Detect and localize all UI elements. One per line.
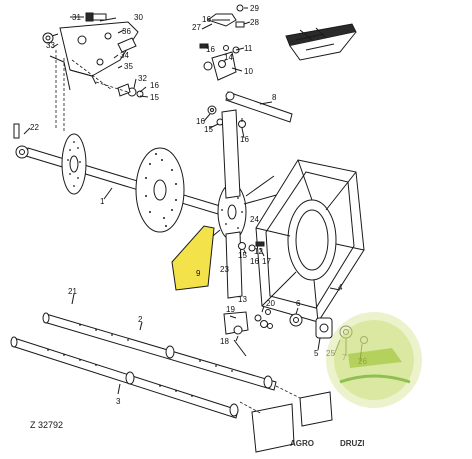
spider-arms bbox=[195, 109, 281, 299]
reel-disc-spider bbox=[217, 183, 247, 241]
callout-leader-lines bbox=[23, 7, 363, 395]
callout-labels: 1 2 3 4 5 6 7 8 9 10 11 12 13 14 15 16 1… bbox=[30, 4, 367, 406]
agrodruzi-watermark: AGRO DRUZI bbox=[290, 312, 422, 448]
callout-14: 14 bbox=[224, 53, 233, 62]
callout-11: 11 bbox=[244, 44, 253, 53]
callout-4: 4 bbox=[338, 283, 343, 292]
callout-27: 27 bbox=[192, 23, 201, 32]
tube-end-brackets bbox=[239, 385, 333, 453]
tine-tube-3 bbox=[10, 336, 239, 419]
callout-16-d: 16 bbox=[202, 15, 211, 24]
reel-disc-small bbox=[61, 133, 87, 195]
callout-23: 23 bbox=[220, 265, 229, 274]
callout-8: 8 bbox=[272, 93, 277, 102]
callout-21: 21 bbox=[68, 287, 77, 296]
callout-16-b: 16 bbox=[196, 117, 205, 126]
watermark-brand-druzi: DRUZI bbox=[340, 439, 364, 448]
document-number: Z 32792 bbox=[30, 420, 63, 430]
upper-clip-assembly bbox=[206, 4, 245, 28]
callout-29: 29 bbox=[250, 4, 259, 13]
tine-tube-2 bbox=[42, 312, 277, 391]
mounting-bracket bbox=[199, 43, 240, 81]
hex-reel-frame bbox=[255, 159, 365, 323]
callout-16: 16 bbox=[250, 257, 259, 266]
lower-bracket-assembly bbox=[223, 309, 273, 357]
hub-bolts bbox=[238, 241, 265, 252]
callout-9: 9 bbox=[196, 269, 201, 278]
callout-15-a: 15 bbox=[150, 93, 159, 102]
highlighted-part-9 bbox=[171, 225, 215, 291]
callout-16-c: 16 bbox=[240, 135, 249, 144]
reel-disc-large bbox=[135, 147, 185, 233]
callout-24: 24 bbox=[250, 215, 259, 224]
callout-6: 6 bbox=[296, 299, 301, 308]
callout-13: 13 bbox=[238, 295, 247, 304]
callout-34: 34 bbox=[120, 51, 129, 60]
callout-16-e: 16 bbox=[206, 45, 215, 54]
callout-28: 28 bbox=[250, 18, 259, 27]
reel-shaft bbox=[13, 123, 241, 221]
callout-5: 5 bbox=[314, 349, 319, 358]
bolt-set-upper bbox=[207, 105, 246, 128]
callout-20: 20 bbox=[266, 299, 275, 308]
callout-1: 1 bbox=[100, 197, 105, 206]
callout-35: 35 bbox=[124, 62, 133, 71]
callout-18: 18 bbox=[220, 337, 229, 346]
inset-reel-sketch bbox=[285, 23, 357, 61]
tie-rod bbox=[225, 91, 293, 123]
callout-32: 32 bbox=[138, 74, 147, 83]
callout-15: 15 bbox=[238, 251, 247, 260]
callout-33: 33 bbox=[46, 41, 55, 50]
callout-16-a: 16 bbox=[150, 81, 159, 90]
callout-3: 3 bbox=[116, 397, 121, 406]
callout-31: 31 bbox=[72, 13, 81, 22]
callout-30: 30 bbox=[134, 13, 143, 22]
callout-15-b: 15 bbox=[204, 125, 213, 134]
callout-2: 2 bbox=[138, 315, 143, 324]
callout-17: 17 bbox=[262, 257, 271, 266]
tube-holes bbox=[47, 324, 233, 397]
top-left-bracket-assembly bbox=[42, 12, 144, 132]
callout-19: 19 bbox=[226, 305, 235, 314]
callout-22: 22 bbox=[30, 123, 39, 132]
callout-12: 12 bbox=[254, 247, 263, 256]
callout-10: 10 bbox=[244, 67, 253, 76]
watermark-brand-agro: AGRO bbox=[290, 439, 314, 448]
callout-36: 36 bbox=[122, 27, 131, 36]
